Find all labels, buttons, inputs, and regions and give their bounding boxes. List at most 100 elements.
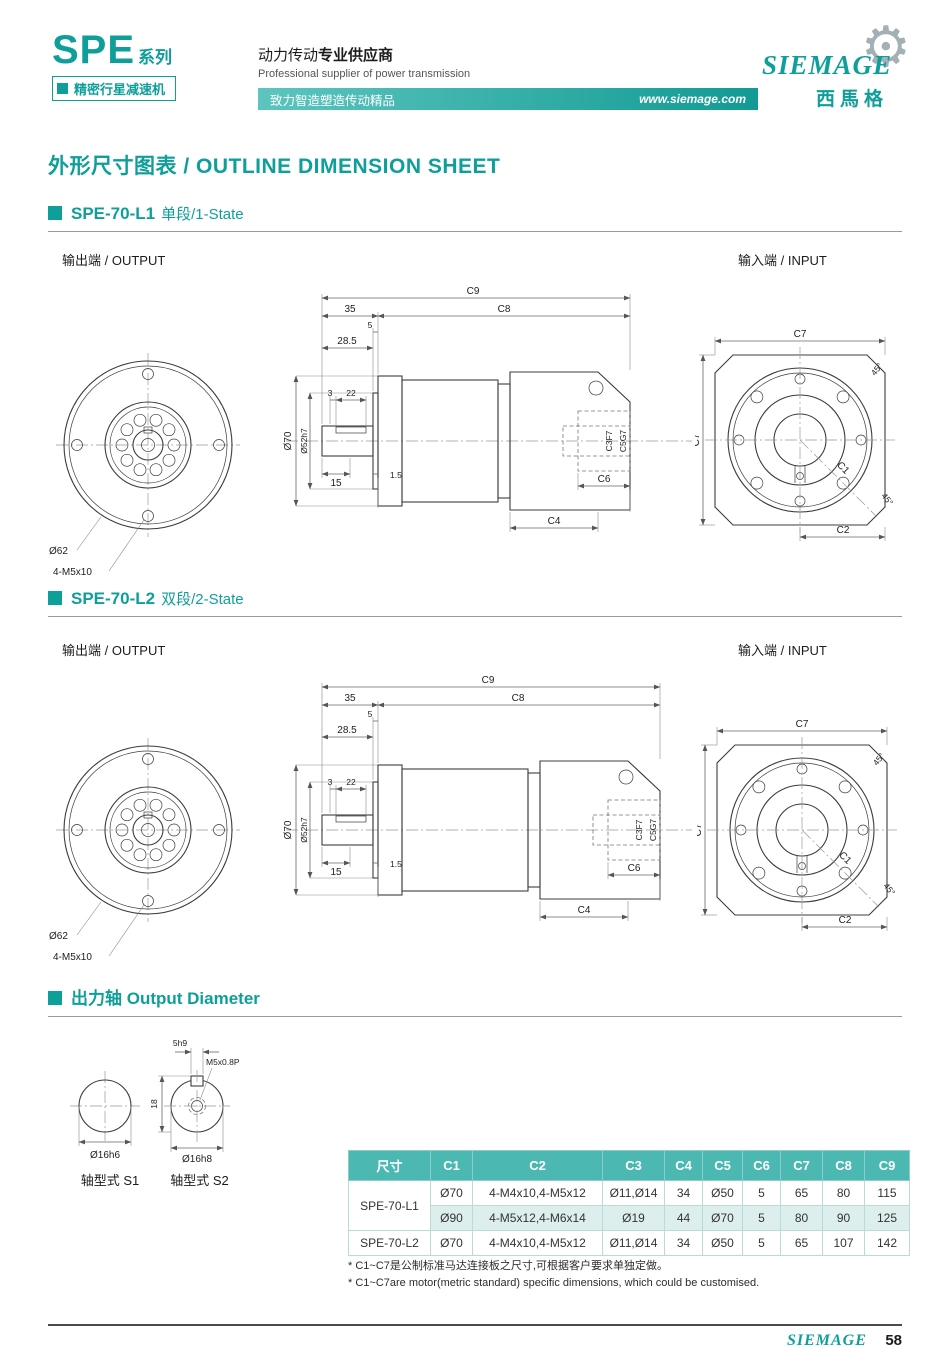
cell: 65 bbox=[780, 1180, 823, 1206]
dim-label: Ø52h7 bbox=[299, 817, 309, 843]
slogan-en: Professional supplier of power transmiss… bbox=[258, 68, 471, 80]
cell: 115 bbox=[864, 1180, 910, 1206]
col-header-size: 尺寸 bbox=[348, 1150, 431, 1181]
section-stage-l2: 双段/2-State bbox=[161, 591, 244, 608]
cell: Ø50 bbox=[702, 1230, 743, 1256]
cell: Ø19 bbox=[602, 1205, 665, 1231]
footer-brand: SIEMAGE bbox=[786, 1332, 867, 1349]
l2-input-view-drawing: C7 C7 C1 45° 45° C2 bbox=[697, 719, 897, 931]
website-text: www.siemage.com bbox=[639, 92, 746, 106]
brand-logo-block: ⚙ SIEMAGE 西馬格 bbox=[762, 20, 911, 112]
footer: SIEMAGE 58 bbox=[48, 1332, 902, 1350]
cell: 142 bbox=[864, 1230, 910, 1256]
col-header-c2: C2 bbox=[472, 1150, 603, 1181]
cell: Ø70 bbox=[430, 1230, 473, 1256]
table-row: Ø90 4-M5x12,4-M6x14 Ø19 44 Ø70 5 80 90 1… bbox=[349, 1205, 910, 1231]
dim-label: C6 bbox=[598, 474, 611, 485]
dim-label: C7 bbox=[796, 719, 809, 730]
section-header-l2: SPE-70-L2 双段/2-State bbox=[48, 588, 902, 617]
dim-label: C8 bbox=[498, 304, 511, 315]
dim-label: C7 bbox=[697, 823, 704, 836]
dim-label: M5x0.8P bbox=[206, 1057, 240, 1067]
dim-label: 45° bbox=[869, 361, 885, 377]
gear-icon: ⚙ bbox=[860, 15, 911, 80]
dim-label: 22 bbox=[346, 388, 356, 398]
cell: Ø11,Ø14 bbox=[602, 1180, 665, 1206]
dim-label: 15 bbox=[330, 478, 342, 489]
section-title-l2: SPE-70-L2 bbox=[71, 589, 156, 608]
dim-label: 4-M5x10 bbox=[53, 952, 92, 963]
cell: 4-M4x10,4-M5x12 bbox=[472, 1230, 603, 1256]
dim-label: 35 bbox=[344, 693, 356, 704]
dimension-table: 尺寸 C1 C2 C3 C4 C5 C6 C7 C8 C9 SPE-70-L1 … bbox=[348, 1150, 910, 1256]
section-title-shaft: 出力轴 Output Diameter bbox=[71, 989, 260, 1008]
col-header-c5: C5 bbox=[702, 1150, 743, 1181]
dim-label: 18 bbox=[149, 1099, 159, 1109]
dim-label: 45° bbox=[871, 751, 887, 767]
dim-label: Ø16h8 bbox=[182, 1154, 212, 1165]
cell: Ø50 bbox=[702, 1180, 743, 1206]
dim-label: C3F7 bbox=[634, 819, 644, 840]
footnote-cn: * C1~C7是公制标准马达连接板之尺寸,可根据客户要求单独定做。 bbox=[348, 1260, 668, 1272]
dim-label: C7 bbox=[794, 329, 807, 340]
dim-label: Ø70 bbox=[283, 820, 294, 839]
section-title-l1: SPE-70-L1 bbox=[71, 204, 156, 223]
l1-output-label: 输出端 / OUTPUT bbox=[62, 253, 166, 268]
cell: 125 bbox=[864, 1205, 910, 1231]
cell: Ø11,Ø14 bbox=[602, 1230, 665, 1256]
dim-label: C5G7 bbox=[618, 430, 628, 452]
dim-label: 28.5 bbox=[337, 725, 357, 736]
dim-label: Ø70 bbox=[283, 431, 294, 450]
slogan-block: 动力传动专业供应商 Professional supplier of power… bbox=[258, 44, 470, 80]
dim-label: C1 bbox=[836, 850, 853, 867]
cell: Ø70 bbox=[702, 1205, 743, 1231]
section-header-l1: SPE-70-L1 单段/1-State bbox=[48, 203, 902, 232]
cell: 4-M4x10,4-M5x12 bbox=[472, 1180, 603, 1206]
dim-label: C4 bbox=[548, 516, 561, 527]
dim-label: C6 bbox=[628, 863, 641, 874]
header-banner: 致力智造塑造传动精品 www.siemage.com bbox=[258, 88, 758, 110]
col-header-c3: C3 bbox=[602, 1150, 665, 1181]
dim-label: 4-M5x10 bbox=[53, 567, 92, 578]
shaft-s2-drawing: 5h9 M5x0.8P 18 Ø16h8 bbox=[149, 1038, 240, 1165]
cell: Ø90 bbox=[430, 1205, 473, 1231]
cell: Ø70 bbox=[430, 1180, 473, 1206]
shaft-s2-label: 轴型式 S2 bbox=[170, 1173, 229, 1188]
cell: 44 bbox=[664, 1205, 703, 1231]
dim-label: 28.5 bbox=[337, 336, 357, 347]
tagline-text: 精密行星减速机 bbox=[74, 82, 166, 97]
dim-label: 3 bbox=[328, 388, 333, 398]
dim-label: C3F7 bbox=[604, 430, 614, 451]
page-number: 58 bbox=[885, 1332, 902, 1349]
footnotes: * C1~C7是公制标准马达连接板之尺寸,可根据客户要求单独定做。 * C1~C… bbox=[348, 1258, 908, 1291]
col-header-c8: C8 bbox=[822, 1150, 865, 1181]
model-name: SPE-70-L1 bbox=[348, 1180, 431, 1231]
dim-label: 5 bbox=[368, 320, 373, 330]
slogan-cn: 动力传动专业供应商 bbox=[258, 44, 470, 65]
shaft-s1-drawing: Ø16h6 bbox=[70, 1071, 140, 1161]
dim-label: 3 bbox=[328, 777, 333, 787]
cell: 34 bbox=[664, 1230, 703, 1256]
dim-label: 1.5 bbox=[390, 470, 402, 480]
dim-label: C2 bbox=[837, 525, 850, 536]
l2-side-view-drawing: Ø70 Ø52h7 C9 35 C8 5 28.5 3 22 bbox=[283, 675, 692, 921]
section-bullet-icon bbox=[48, 206, 62, 220]
dim-label: C4 bbox=[578, 905, 591, 916]
series-name: SPE bbox=[52, 28, 136, 72]
cell: 5 bbox=[742, 1230, 781, 1256]
dim-label: Ø62 bbox=[49, 546, 68, 557]
series-tagline: 精密行星减速机 bbox=[52, 76, 177, 101]
cell: 80 bbox=[780, 1205, 823, 1231]
section-bullet-icon bbox=[48, 591, 62, 605]
section-stage-l1: 单段/1-State bbox=[161, 206, 244, 223]
l1-input-label: 输入端 / INPUT bbox=[738, 253, 827, 268]
section-header-shaft: 出力轴 Output Diameter bbox=[48, 984, 902, 1017]
table-header-row: 尺寸 C1 C2 C3 C4 C5 C6 C7 C8 C9 bbox=[348, 1150, 910, 1181]
l1-side-view-drawing: Ø70 Ø52h7 C9 35 C8 5 28.5 bbox=[283, 286, 692, 532]
cell: 90 bbox=[822, 1205, 865, 1231]
dim-label: Ø62 bbox=[49, 931, 68, 942]
cell: 107 bbox=[822, 1230, 865, 1256]
dim-label: C7 bbox=[695, 433, 702, 446]
